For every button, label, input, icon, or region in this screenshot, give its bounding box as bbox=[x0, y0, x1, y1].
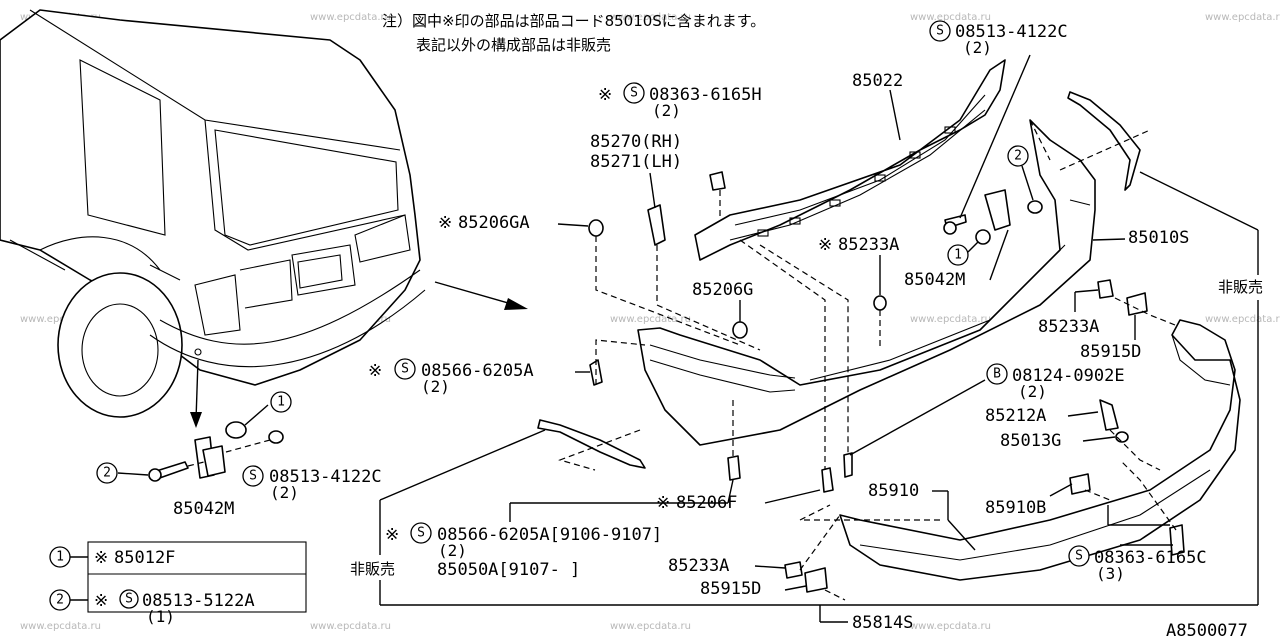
s-symbol: S bbox=[242, 465, 264, 487]
callout-number: 2 bbox=[103, 466, 111, 481]
label-85022: 85022 bbox=[852, 71, 903, 91]
bumper-step-pad bbox=[839, 319, 1241, 581]
label-08566-6205A-top: 08566-6205A bbox=[421, 361, 534, 381]
qty-08513-4122C-left: (2) bbox=[270, 483, 299, 502]
star-85233A-top: ※ bbox=[818, 235, 832, 255]
label-85233A-mid: 85233A bbox=[1038, 317, 1099, 337]
label-85013G: 85013G bbox=[1000, 431, 1061, 451]
watermark: www.epcdata.ru bbox=[1205, 314, 1280, 325]
star-85206GA: ※ bbox=[438, 213, 452, 233]
legend-row2-qty: (1) bbox=[146, 607, 175, 626]
label-85915D-mid: 85915D bbox=[1080, 342, 1141, 362]
callout-number: 2 bbox=[1014, 149, 1022, 164]
bumper-molding bbox=[537, 419, 646, 469]
label-08566-6205A-bot: 08566-6205A[9106-9107] bbox=[437, 525, 662, 545]
star-08566-6205A-top: ※ bbox=[368, 361, 382, 381]
star-08566-6205A-bot: ※ bbox=[385, 525, 399, 545]
legend-row1-part: 85012F bbox=[114, 548, 175, 568]
watermark: www.epcdata.ru bbox=[20, 621, 101, 632]
watermark: www.epcdata.ru bbox=[310, 621, 391, 632]
watermark: www.epcdata.ru bbox=[610, 621, 691, 632]
watermark: www.epcdata.ru bbox=[910, 314, 991, 325]
label-85212A: 85212A bbox=[985, 406, 1046, 426]
qty-08513-4122C-top: (2) bbox=[963, 38, 992, 57]
qty-08124-0902E: (2) bbox=[1018, 382, 1047, 401]
label-85050A: 85050A[9107- ] bbox=[437, 560, 580, 580]
not-sold-label-right: 非販売 bbox=[1218, 278, 1263, 296]
assembly-lines bbox=[558, 119, 1177, 601]
fasteners bbox=[588, 171, 1185, 593]
b-mark: B bbox=[993, 367, 1001, 382]
qty-08566-6205A-bot: (2) bbox=[438, 541, 467, 560]
watermark: www.epcdata.ru bbox=[910, 12, 991, 23]
legend-s-mark: S bbox=[125, 592, 133, 607]
legend-table: 1 ※ 85012F 2 ※ S 08513-5122A (1) bbox=[49, 541, 307, 626]
label-85042M-left: 85042M bbox=[173, 499, 234, 519]
label-85010S: 85010S bbox=[1128, 228, 1189, 248]
legend-star-1: ※ bbox=[94, 548, 108, 568]
bumper-reinforcement bbox=[694, 59, 1006, 261]
watermark: www.epcdata.ru bbox=[20, 314, 101, 325]
callout-number: 1 bbox=[954, 248, 962, 263]
label-85206G: 85206G bbox=[692, 280, 753, 300]
label-85915D-bot: 85915D bbox=[700, 579, 761, 599]
qty-08566-6205A-top: (2) bbox=[421, 377, 450, 396]
bracket-detail-left bbox=[148, 404, 284, 482]
qty-08363-6165C: (3) bbox=[1096, 564, 1125, 583]
callout-number: 1 bbox=[277, 395, 285, 410]
s-mark: S bbox=[417, 526, 425, 541]
label-08363-6165H: 08363-6165H bbox=[649, 85, 762, 105]
note-line-2: 表記以外の構成部品は非販売 bbox=[416, 36, 611, 54]
legend-row2-part: 08513-5122A bbox=[142, 591, 255, 611]
watermark: www.epcdata.ru bbox=[310, 12, 391, 23]
van-illustration bbox=[0, 9, 426, 428]
s-mark: S bbox=[401, 362, 409, 377]
legend-star-2: ※ bbox=[94, 591, 108, 611]
label-85233A-top: 85233A bbox=[838, 235, 899, 255]
qty-08363-6165H: (2) bbox=[652, 101, 681, 120]
legend-callout-2: 2 bbox=[56, 593, 64, 608]
diagram-code: A8500077 bbox=[1166, 621, 1248, 640]
label-85814S: 85814S bbox=[852, 613, 913, 633]
label-85910B: 85910B bbox=[985, 498, 1046, 518]
label-08513-4122C-left: 08513-4122C bbox=[269, 467, 382, 487]
label-08513-4122C-top: 08513-4122C bbox=[955, 22, 1068, 42]
watermark: www.epcdata.ru bbox=[910, 621, 991, 632]
label-85042M-right: 85042M bbox=[904, 270, 965, 290]
watermark: www.epcdata.ru bbox=[1205, 12, 1280, 23]
star-08363-6165H: ※ bbox=[598, 85, 612, 105]
label-85206GA: 85206GA bbox=[458, 213, 530, 233]
s-mark: S bbox=[936, 24, 944, 39]
label-85910: 85910 bbox=[868, 481, 919, 501]
s-mark: S bbox=[249, 469, 257, 484]
s-mark: S bbox=[1075, 549, 1083, 564]
callout-2-left: 2 bbox=[96, 462, 118, 484]
label-85271-lh: 85271(LH) bbox=[590, 152, 682, 172]
watermark: www.epcdata.ru bbox=[610, 314, 691, 325]
label-85233A-bot: 85233A bbox=[668, 556, 729, 576]
label-08363-6165C: 08363-6165C bbox=[1094, 548, 1207, 568]
watermark: www.epcdata.ru bbox=[610, 12, 691, 23]
bumper-fascia bbox=[637, 119, 1096, 446]
not-sold-label-left: 非販売 bbox=[350, 560, 395, 578]
s-mark: S bbox=[630, 86, 638, 101]
legend-callout-1: 1 bbox=[56, 550, 64, 565]
label-85270-rh: 85270(RH) bbox=[590, 132, 682, 152]
note-line-1: 注）図中※印の部品は部品コード85010Sに含まれます。 bbox=[382, 12, 765, 30]
callout-1-left: 1 bbox=[270, 391, 292, 413]
label-08124-0902E: 08124-0902E bbox=[1012, 366, 1125, 386]
